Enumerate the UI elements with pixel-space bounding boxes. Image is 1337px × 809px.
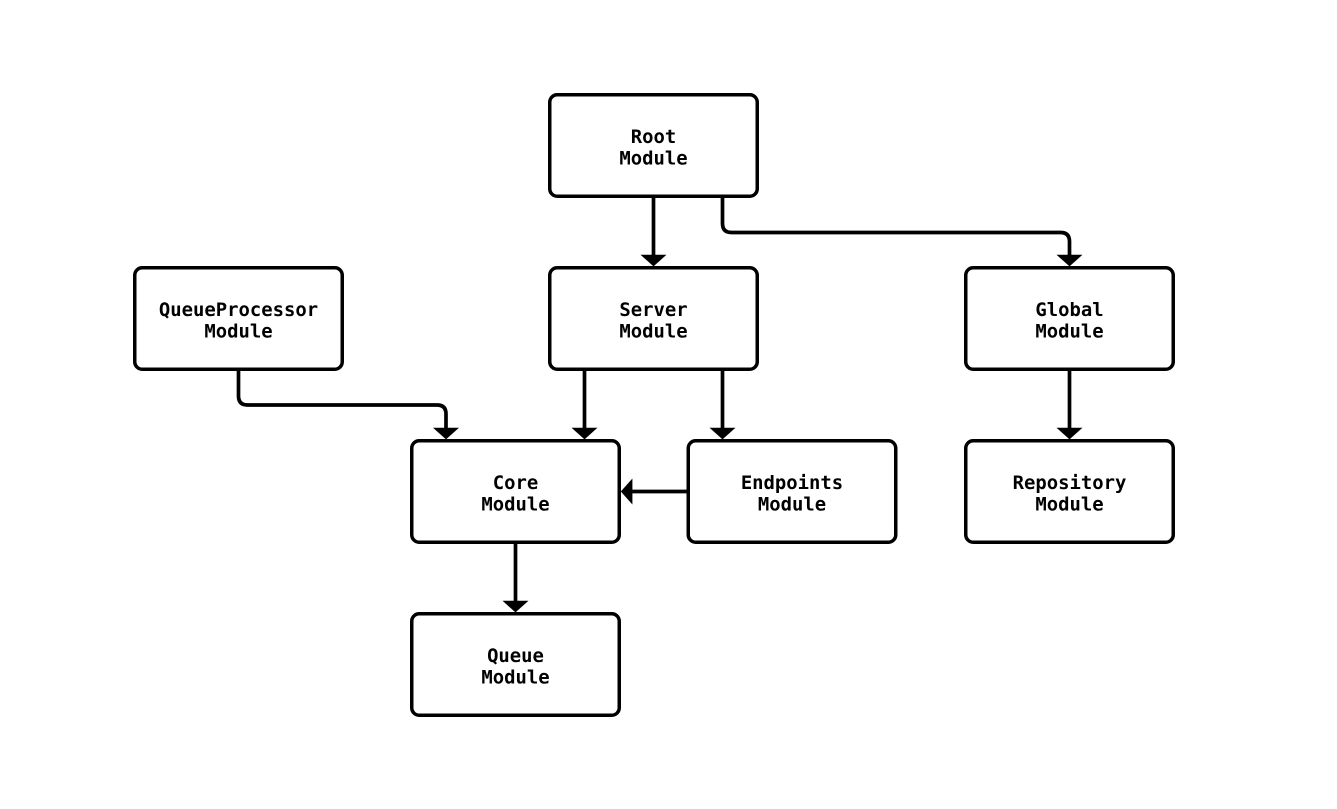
node-queueprocessor-label-line1: QueueProcessor: [159, 299, 318, 321]
node-queue: Queue Module: [410, 612, 621, 717]
edge-server-endpoints-arrowhead: [709, 427, 736, 440]
node-server: Server Module: [548, 266, 759, 371]
edge-root-server-arrowhead: [640, 254, 667, 267]
node-queueprocessor-box: [133, 266, 344, 371]
node-global-label-line1: Global: [1035, 299, 1103, 321]
node-repository-label-line1: Repository: [1013, 472, 1127, 494]
node-repository: Repository Module: [964, 439, 1175, 544]
node-core-box: [410, 439, 621, 544]
edge-queueprocessor-core: [236, 371, 448, 430]
node-repository-label-line2: Module: [1035, 494, 1103, 516]
node-core: Core Module: [410, 439, 621, 544]
node-endpoints-label-line1: Endpoints: [741, 472, 843, 494]
node-root-label-line1: Root: [631, 126, 677, 148]
node-root-label-line2: Module: [619, 148, 687, 170]
node-endpoints-label-line2: Module: [758, 494, 826, 516]
node-repository-box: [964, 439, 1175, 544]
edge-root-global: [720, 198, 1072, 257]
edge-queueprocessor-core-arrowhead: [433, 427, 459, 440]
node-core-label-line1: Core: [493, 472, 539, 494]
node-global-label-line2: Module: [1035, 321, 1103, 343]
edge-root-global-arrowhead: [1056, 254, 1083, 267]
node-endpoints-box: [686, 439, 898, 544]
node-server-box: [548, 266, 759, 371]
node-endpoints: Endpoints Module: [686, 439, 898, 544]
node-queueprocessor: QueueProcessor Module: [133, 266, 344, 371]
edge-core-queue-arrowhead: [502, 600, 529, 613]
node-server-label-line2: Module: [619, 321, 687, 343]
node-queue-label-line1: Queue: [487, 645, 544, 667]
edge-server-core-arrowhead: [571, 427, 598, 440]
node-global-box: [964, 266, 1175, 371]
node-queue-label-line2: Module: [481, 667, 549, 689]
node-root-box: [548, 93, 759, 198]
nodes: Root Module QueueProcessor Module Server…: [133, 93, 1175, 717]
node-core-label-line2: Module: [481, 494, 549, 516]
edge-endpoints-core-arrowhead: [620, 478, 633, 505]
node-queueprocessor-label-line2: Module: [204, 321, 272, 343]
node-server-label-line1: Server: [619, 299, 687, 321]
node-queue-box: [410, 612, 621, 717]
node-root: Root Module: [548, 93, 759, 198]
edges: [236, 198, 1083, 613]
node-global: Global Module: [964, 266, 1175, 371]
edge-global-repository-arrowhead: [1056, 427, 1083, 440]
